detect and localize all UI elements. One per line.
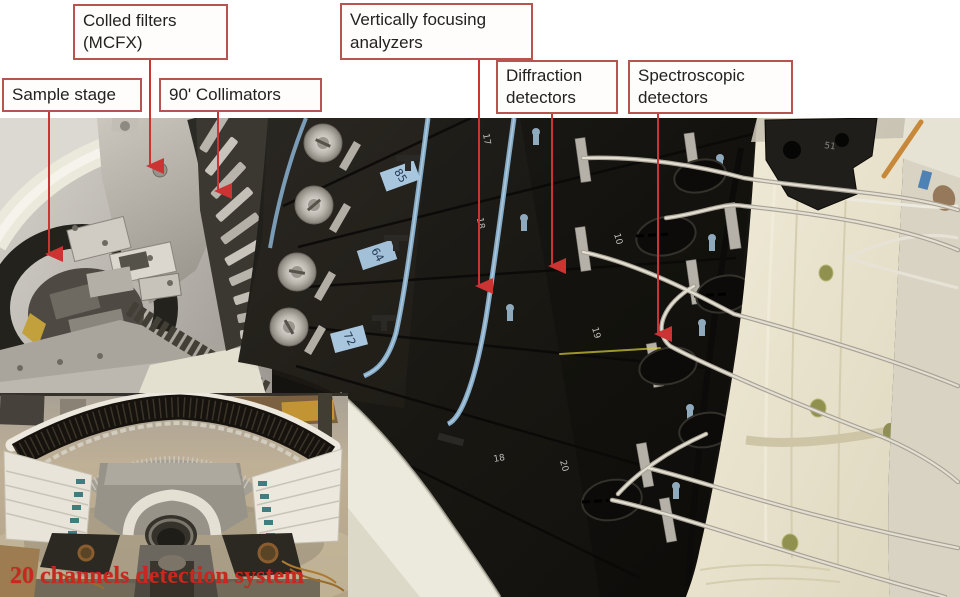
callout-spectroscopic-detectors: Spectroscopic detectors	[628, 60, 793, 114]
orange-cable	[881, 119, 924, 179]
callout-line: Spectroscopic	[638, 65, 745, 85]
black-shield-block: 51	[764, 118, 878, 211]
sample-mechanics	[66, 215, 182, 302]
tape-label-3: 72	[340, 330, 358, 348]
callout-sample-stage: Sample stage	[2, 78, 142, 112]
callout-diffraction-detectors: Diffraction detectors	[496, 60, 618, 114]
callout-line: 90' Collimators	[169, 84, 281, 104]
blue-connector	[917, 170, 933, 190]
analyzer-knobs	[269, 123, 361, 355]
panel-pins	[372, 128, 724, 499]
white-wedge-support	[339, 391, 502, 597]
panel-number: 20	[557, 459, 570, 473]
callout-line: Colled filters	[83, 10, 177, 30]
block-number: 51	[824, 141, 837, 152]
panel-number: 18	[474, 217, 486, 230]
inset-photo	[0, 393, 348, 597]
tape-label-2: 64	[368, 245, 386, 264]
tape-label-1: 85	[391, 166, 409, 185]
white-arch	[122, 489, 222, 536]
callout-vertically-focusing-analyzers: Vertically focusing analyzers	[340, 3, 533, 60]
callout-line: detectors	[638, 88, 708, 107]
callout-line: Diffraction	[506, 65, 583, 85]
detection-system-device	[0, 393, 345, 597]
callout-colled-filters: Colled filters (MCFX)	[73, 4, 228, 60]
cables	[559, 155, 960, 597]
callout-line: detectors	[506, 88, 576, 107]
panel-number: 18	[493, 453, 506, 465]
detector-band	[11, 394, 336, 468]
inset-caption: 20 channels detection system	[10, 563, 304, 589]
callout-line: Vertically focusing	[350, 10, 487, 30]
beam-hole	[157, 528, 185, 550]
panel-number: 19	[589, 326, 602, 340]
callout-line: Sample stage	[12, 84, 116, 104]
base-electronics	[0, 533, 345, 597]
callout-collimators: 90' Collimators	[159, 78, 322, 112]
panel-number: 10	[611, 232, 624, 246]
panel-number: 17	[480, 133, 492, 146]
callout-line: (MCFX)	[83, 33, 143, 52]
callout-line: analyzers	[350, 32, 423, 52]
